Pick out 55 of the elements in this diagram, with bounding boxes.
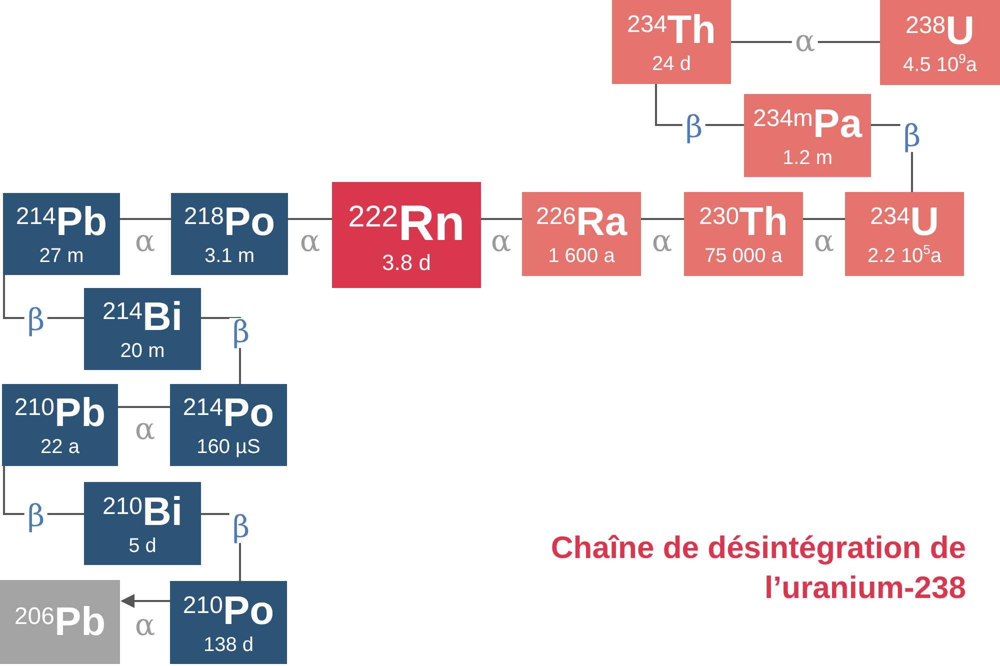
connector-line — [803, 218, 845, 220]
half-life: 20 m — [120, 339, 165, 363]
half-life: 1 600 a — [548, 244, 615, 268]
nuclide-box — [0, 580, 120, 664]
half-life: 75 000 a — [704, 244, 782, 268]
nuclide-box — [3, 193, 120, 275]
nuclide-box — [84, 482, 201, 565]
half-life: 2.2 10$^{5}$a — [868, 244, 942, 268]
connector-line — [118, 406, 170, 408]
isotope-symbol: $^{214}$Bi — [102, 295, 183, 339]
half-life: 24 d — [652, 52, 691, 76]
isotope-symbol: $^{234}$Th — [627, 8, 716, 52]
half-life: 3.8 d — [382, 250, 431, 274]
connector-line — [641, 218, 684, 220]
half-life: 5 d — [128, 534, 156, 558]
connector-line — [120, 218, 171, 220]
nuclide-box — [880, 0, 1000, 85]
isotope-symbol: $^{238}$U — [906, 8, 974, 52]
half-life: 4.5 10$^{9}$a — [903, 52, 977, 76]
nuclide-box — [612, 0, 731, 84]
half-life: 27 m — [39, 244, 84, 268]
nuclide-box — [170, 581, 287, 664]
nuclide-box — [2, 384, 118, 466]
isotope-symbol: $^{210}$Pb — [14, 391, 106, 435]
nuclide-box — [171, 193, 288, 275]
half-life: 138 d — [203, 632, 254, 656]
nuclide-box — [332, 182, 481, 288]
half-life: 22 a — [40, 435, 80, 459]
edge-label: β — [682, 113, 706, 143]
isotope-symbol: $^{234}$U — [870, 200, 939, 244]
isotope-symbol: $^{214}$Pb — [16, 200, 108, 244]
half-life: 1.2 m — [782, 146, 833, 170]
nuclide-box — [684, 192, 803, 276]
arrow — [120, 594, 170, 608]
isotope-symbol: $^{222}$Rn — [348, 196, 465, 250]
diagram-title: Chaîne de désintégration de l’uranium-238 — [550, 529, 966, 607]
edge-label: β — [24, 306, 48, 336]
edge-label: β — [24, 502, 48, 532]
nuclide-box — [744, 94, 871, 177]
connector-line — [288, 218, 332, 220]
nuclide-box — [845, 192, 964, 276]
nuclide-box — [84, 288, 201, 370]
isotope-symbol: $^{218}$Po — [184, 200, 276, 244]
isotope-symbol: $^{214}$Po — [182, 391, 274, 435]
isotope-symbol: $^{206}$Pb — [14, 600, 106, 644]
half-life: 3.1 m — [204, 244, 255, 268]
isotope-symbol: $^{210}$Bi — [102, 490, 183, 534]
nuclide-box — [522, 192, 641, 276]
isotope-symbol: $^{210}$Po — [182, 588, 274, 632]
connector-line — [481, 218, 522, 220]
nuclide-box — [170, 384, 287, 466]
half-life: 160 µS — [196, 435, 260, 459]
isotope-symbol: $^{234m}$Pa — [753, 102, 862, 146]
isotope-symbol: $^{226}$Ra — [536, 200, 628, 244]
isotope-symbol: $^{230}$Th — [699, 200, 788, 244]
